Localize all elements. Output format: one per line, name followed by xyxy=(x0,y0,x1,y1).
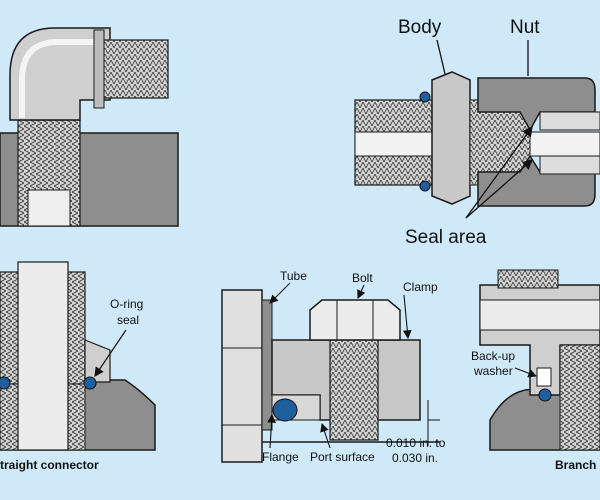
nut-bottom xyxy=(477,154,596,207)
gap-label-line2: 0.030 in. xyxy=(392,451,438,465)
straight-hex xyxy=(84,339,111,383)
tee-branch-thread xyxy=(559,344,600,451)
flange-plate xyxy=(221,289,263,463)
seal-leader-top xyxy=(465,125,533,219)
tee-oring xyxy=(538,388,552,402)
backup-label-line2: washer xyxy=(473,364,513,378)
straight-oring-left xyxy=(0,376,11,390)
oring-label-line2: seal xyxy=(117,313,139,327)
flange-clamp: Tube Bolt Clamp Flange Port surface 0.01… xyxy=(221,269,446,465)
flange-label: Flange xyxy=(262,450,299,464)
clamp-leader xyxy=(402,294,412,340)
body-label: Body xyxy=(398,17,442,38)
oring-label-line1: O-ring xyxy=(110,297,143,311)
port-surface-label: Port surface xyxy=(310,450,375,464)
port-surface-leader xyxy=(320,422,331,449)
straight-bore xyxy=(17,261,69,451)
elbow-threaded-end xyxy=(99,39,169,99)
straight-connector: O-ring seal traight connector xyxy=(0,261,156,472)
tee-run-bore xyxy=(479,299,600,331)
straight-oring-right xyxy=(83,376,97,390)
backup-label-line1: Back-up xyxy=(471,349,515,363)
elbow-highlight xyxy=(19,39,98,118)
straight-caption: traight connector xyxy=(0,458,99,472)
body-oring-top xyxy=(419,91,431,103)
seal-leader-bottom xyxy=(465,159,533,219)
flange-leader xyxy=(267,413,276,449)
body-oring-bottom xyxy=(419,180,431,192)
elbow-shoulder xyxy=(93,29,105,109)
clamp-label: Clamp xyxy=(403,280,438,294)
backup-leader xyxy=(514,367,538,378)
body-hex xyxy=(431,71,471,205)
bolt-head xyxy=(309,299,401,341)
oring-leader xyxy=(94,329,127,377)
branch-caption: Branch xyxy=(555,458,596,472)
tube-leader xyxy=(269,282,291,304)
backup-washer xyxy=(536,367,552,387)
branch-tee: Back-up washer Branch xyxy=(471,269,600,472)
seal-area-label: Seal area xyxy=(405,227,487,248)
elbow-fitting xyxy=(0,27,179,227)
bolt-shank xyxy=(329,339,379,441)
gap-label-line1: 0.010 in. to xyxy=(386,436,446,450)
bolt-leader xyxy=(357,284,366,299)
tube-wall-bottom xyxy=(539,155,600,175)
tube-label: Tube xyxy=(280,269,307,283)
nut-label: Nut xyxy=(510,17,540,38)
tube-wall-top xyxy=(539,111,600,131)
bolt-label: Bolt xyxy=(352,271,373,285)
tube-wall xyxy=(261,299,273,431)
body-leader xyxy=(436,39,446,75)
flange-oring xyxy=(272,398,298,422)
elbow-bore xyxy=(27,189,71,227)
tee-top-thread xyxy=(497,269,559,289)
flare-fitting: Body Nut Seal area xyxy=(354,17,600,248)
